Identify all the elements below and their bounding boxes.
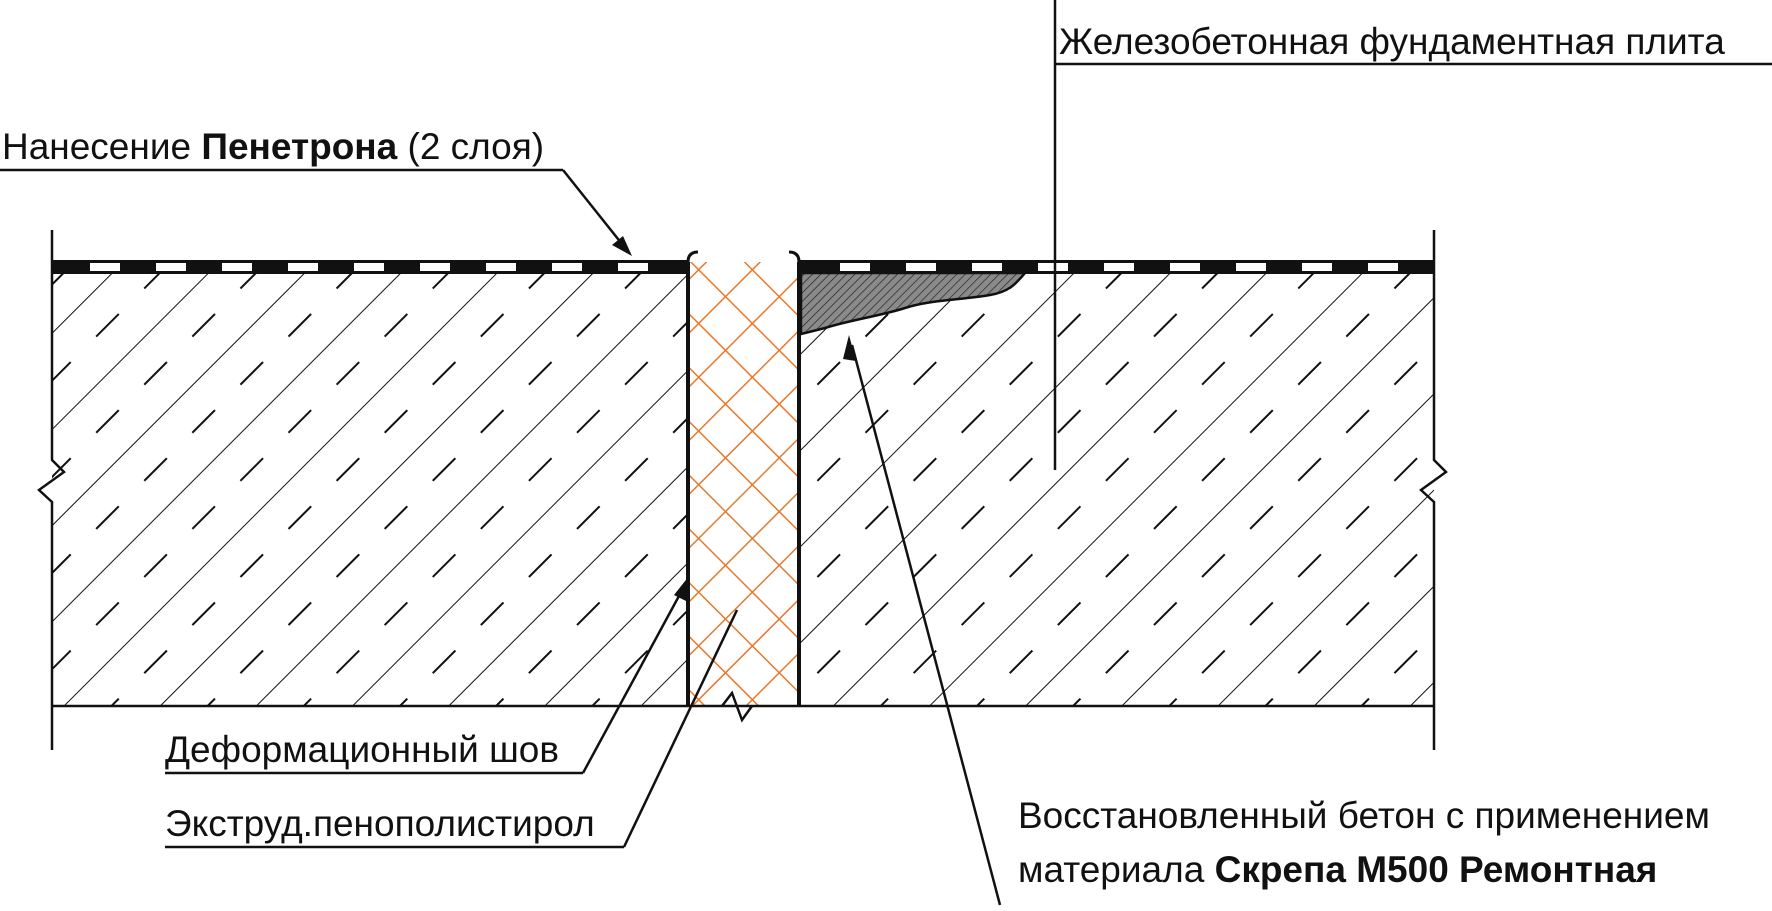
- coating-dash: [1368, 263, 1398, 271]
- coating-dash: [1236, 263, 1266, 271]
- coating-dash: [906, 263, 936, 271]
- label-foam: Экструд.пенополистирол: [165, 803, 595, 844]
- label-slab: Железобетонная фундаментная плита: [1059, 21, 1725, 62]
- foam-break-mark: [721, 690, 754, 723]
- coating-dash: [1302, 263, 1332, 271]
- label-joint: Деформационный шов: [165, 729, 559, 770]
- leader-joint: [165, 576, 689, 775]
- coating-dash: [486, 263, 516, 271]
- coating-dash: [354, 263, 384, 271]
- leader-repair: [843, 335, 1002, 906]
- label-penetron-suffix: (2 слоя): [397, 126, 544, 167]
- label-repair-line1: Восстановленный бетон с применением: [1018, 795, 1710, 836]
- coating-dash: [90, 263, 120, 271]
- leader-slab: [1053, 0, 1772, 470]
- left-break-line: [37, 230, 66, 750]
- coating-dash: [156, 263, 186, 271]
- left-slab: [52, 273, 688, 705]
- coating-dash: [1170, 263, 1200, 271]
- coating-dash: [1104, 263, 1134, 271]
- coating-dashes-right: [840, 263, 1398, 271]
- coating-dash: [420, 263, 450, 271]
- label-penetron-bold: Пенетрона: [201, 126, 397, 167]
- coating-dashes-left: [90, 263, 648, 271]
- penetron-coating-layer: [52, 250, 1434, 274]
- coating-dash: [222, 263, 252, 271]
- right-slab: [799, 273, 1434, 705]
- coating-dash: [288, 263, 318, 271]
- label-repair-prefix: материала: [1018, 849, 1215, 890]
- label-repair-bold: Скрепа М500 Ремонтная: [1215, 849, 1658, 890]
- coating-dash: [972, 263, 1002, 271]
- coating-dash: [618, 263, 648, 271]
- leader-penetron: [0, 168, 632, 256]
- right-break-line: [1419, 230, 1448, 750]
- repair-concrete-patch: [799, 273, 1027, 336]
- coating-dash: [552, 263, 582, 271]
- foam-insert: [690, 262, 797, 705]
- label-penetron: Нанесение Пенетрона (2 слоя): [2, 126, 544, 167]
- coating-dash: [840, 263, 870, 271]
- label-penetron-prefix: Нанесение: [2, 126, 201, 167]
- label-repair-line2: материала Скрепа М500 Ремонтная: [1018, 849, 1657, 890]
- coating-dash: [1038, 263, 1068, 271]
- leader-foam: [165, 609, 739, 849]
